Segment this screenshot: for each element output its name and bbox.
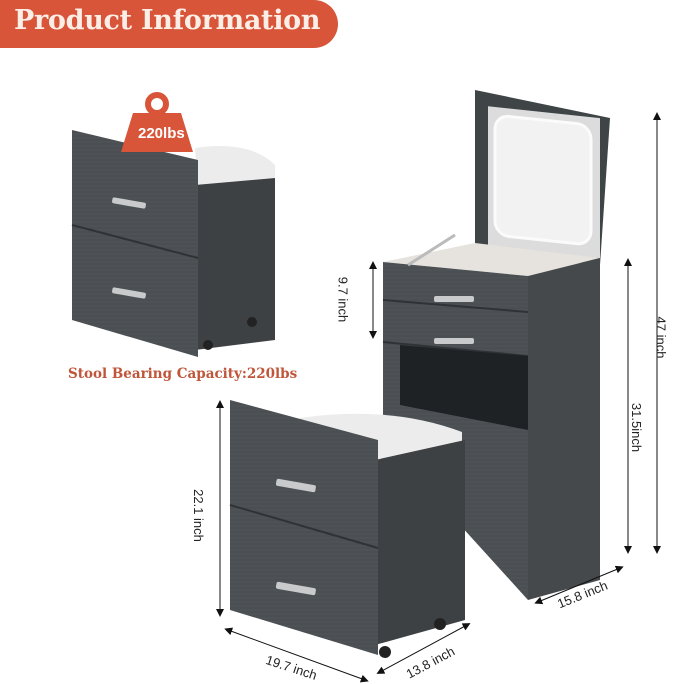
stool-height-label: 22.1 inch (190, 489, 206, 542)
stool-capacity-caption: Stool Bearing Capacity:220lbs (68, 366, 298, 382)
stool-large-illustration (229, 400, 465, 658)
product-information-banner: Product Information (0, 0, 338, 48)
dimension-lines (216, 112, 661, 683)
page-title: Product Information (14, 5, 321, 36)
drawer-height-label: 9.7 inch (335, 276, 351, 323)
weight-icon (121, 92, 193, 152)
total-height-label: 47 inch (653, 316, 669, 359)
stool-small-illustration (71, 130, 275, 357)
table-height-label: 31.5inch (629, 402, 645, 453)
weight-badge-label: 220lbs (138, 125, 185, 142)
